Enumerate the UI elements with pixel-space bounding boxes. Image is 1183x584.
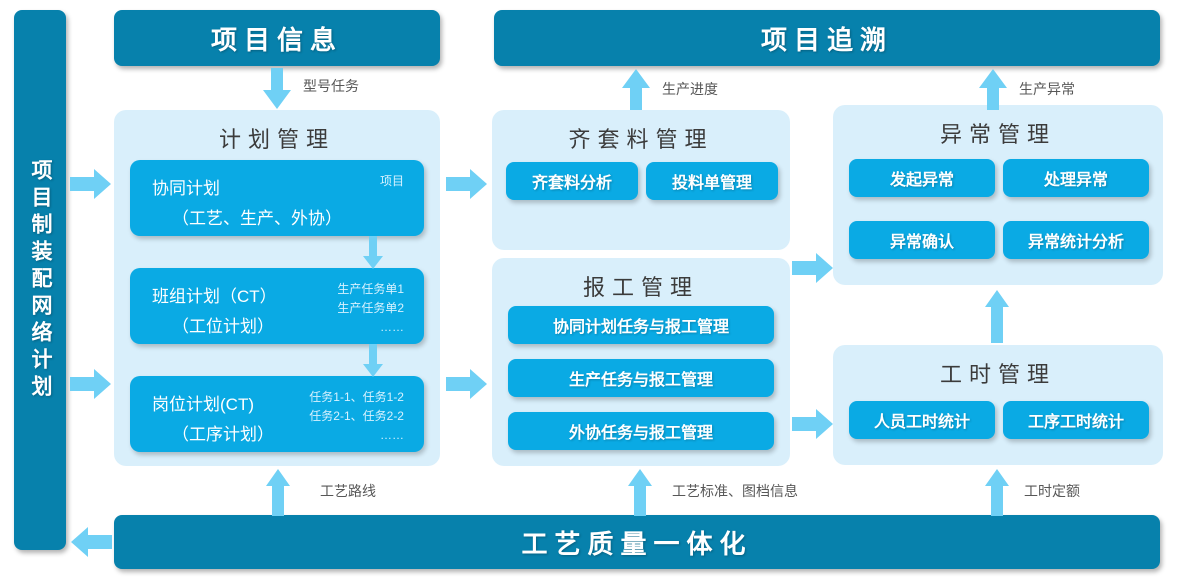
footer-process-quality-integration[interactable]: 工艺质量一体化 — [114, 515, 1160, 569]
card-post-plan-line2: （工序计划） — [172, 425, 274, 444]
footer-label: 工艺质量一体化 — [521, 528, 753, 559]
arrow-label-process-route: 工艺路线 — [320, 483, 376, 499]
panel-work-time-title: 工时管理 — [939, 362, 1056, 387]
card-collaborative-plan-line1: 协同计划 — [152, 179, 220, 198]
card-collaborative-plan[interactable]: 协同计划 （工艺、生产、外协） 项目 — [130, 160, 424, 236]
card-team-plan-side-0: 生产任务单1 — [337, 282, 404, 296]
arrow-up-worktime-to-exception — [984, 289, 1010, 343]
header-project-info[interactable]: 项目信息 — [114, 10, 440, 66]
card-post-plan-side: 任务1-1、任务1-2 任务2-1、任务2-2 …… — [309, 388, 404, 445]
left-rail-label: 项目制装配网络计划 — [29, 158, 52, 402]
panel-exception-management-title: 异常管理 — [939, 122, 1056, 147]
arrow-right-plan-to-material — [446, 168, 488, 200]
arrow-label-work-quota: 工时定额 — [1024, 483, 1080, 499]
card-team-plan-side: 生产任务单1 生产任务单2 …… — [337, 280, 404, 337]
arrow-up-work-quota — [984, 468, 1010, 516]
arrow-label-production-progress: 生产进度 — [662, 81, 718, 97]
arrow-up-process-route — [265, 468, 291, 516]
card-collaborative-plan-side: 项目 — [379, 174, 404, 188]
card-post-plan-side-0: 任务1-1、任务1-2 — [309, 390, 404, 404]
button-handle-exception[interactable]: 处理异常 — [1003, 159, 1149, 197]
card-team-plan-side-2: …… — [380, 320, 404, 334]
arrow-right-rail-to-plan-top — [70, 168, 112, 200]
panel-exception-management: 异常管理 发起异常 处理异常 异常确认 异常统计分析 — [833, 105, 1163, 285]
card-post-plan[interactable]: 岗位计划(CT) （工序计划） 任务1-1、任务1-2 任务2-1、任务2-2 … — [130, 376, 424, 452]
arrow-up-production-exception — [978, 68, 1008, 110]
panel-work-report: 报工管理 协同计划任务与报工管理 生产任务与报工管理 外协任务与报工管理 — [492, 258, 790, 466]
arrow-right-report-to-worktime — [792, 408, 834, 440]
card-team-plan-line1: 班组计划（CT） — [152, 287, 277, 306]
arrow-right-plan-to-report — [446, 368, 488, 400]
arrow-label-process-standard: 工艺标准、图档信息 — [672, 483, 798, 499]
button-process-worktime-stat[interactable]: 工序工时统计 — [1003, 401, 1149, 439]
arrow-left-footer-to-rail — [68, 526, 112, 558]
card-collaborative-plan-line2: （工艺、生产、外协） — [172, 209, 342, 228]
card-post-plan-line1: 岗位计划(CT) — [152, 395, 254, 414]
arrow-right-report-to-exception — [792, 252, 834, 284]
arrow-label-model-task: 型号任务 — [303, 78, 359, 94]
button-feeding-order-management[interactable]: 投料单管理 — [646, 162, 778, 200]
button-collab-plan-task-report[interactable]: 协同计划任务与报工管理 — [508, 306, 774, 344]
panel-plan-management-title: 计划管理 — [218, 127, 335, 152]
card-post-plan-side-2: …… — [380, 428, 404, 442]
panel-work-report-title: 报工管理 — [582, 275, 699, 300]
button-raise-exception[interactable]: 发起异常 — [849, 159, 995, 197]
button-exception-statistics[interactable]: 异常统计分析 — [1003, 221, 1149, 259]
card-post-plan-side-1: 任务2-1、任务2-2 — [309, 409, 404, 423]
arrow-up-production-progress — [621, 68, 651, 110]
panel-material-kitting-title: 齐套料管理 — [568, 127, 714, 152]
header-project-info-label: 项目信息 — [210, 24, 343, 55]
arrow-label-production-exception: 生产异常 — [1019, 81, 1075, 97]
card-team-plan-line2: （工位计划） — [172, 317, 274, 336]
left-rail-project-network-plan[interactable]: 项目制装配网络计划 — [14, 10, 66, 550]
card-team-plan[interactable]: 班组计划（CT） （工位计划） 生产任务单1 生产任务单2 …… — [130, 268, 424, 344]
header-project-trace-label: 项目追溯 — [760, 24, 893, 55]
button-confirm-exception[interactable]: 异常确认 — [849, 221, 995, 259]
header-project-trace[interactable]: 项目追溯 — [494, 10, 1160, 66]
button-kitting-analysis[interactable]: 齐套料分析 — [506, 162, 638, 200]
arrow-down-model-task — [262, 68, 292, 110]
arrow-up-process-standard — [627, 468, 653, 516]
card-team-plan-side-1: 生产任务单2 — [337, 301, 404, 315]
connector-arrow-plan-2 — [362, 344, 384, 383]
panel-material-kitting: 齐套料管理 齐套料分析 投料单管理 — [492, 110, 790, 250]
panel-work-time: 工时管理 人员工时统计 工序工时统计 — [833, 345, 1163, 465]
arrow-right-rail-to-plan-bottom — [70, 368, 112, 400]
panel-plan-management: 计划管理 协同计划 （工艺、生产、外协） 项目 班组计划（CT） （工位计划） … — [114, 110, 440, 466]
button-outsourced-task-report[interactable]: 外协任务与报工管理 — [508, 412, 774, 450]
connector-arrow-plan-1 — [362, 236, 384, 275]
button-production-task-report[interactable]: 生产任务与报工管理 — [508, 359, 774, 397]
button-personnel-worktime-stat[interactable]: 人员工时统计 — [849, 401, 995, 439]
